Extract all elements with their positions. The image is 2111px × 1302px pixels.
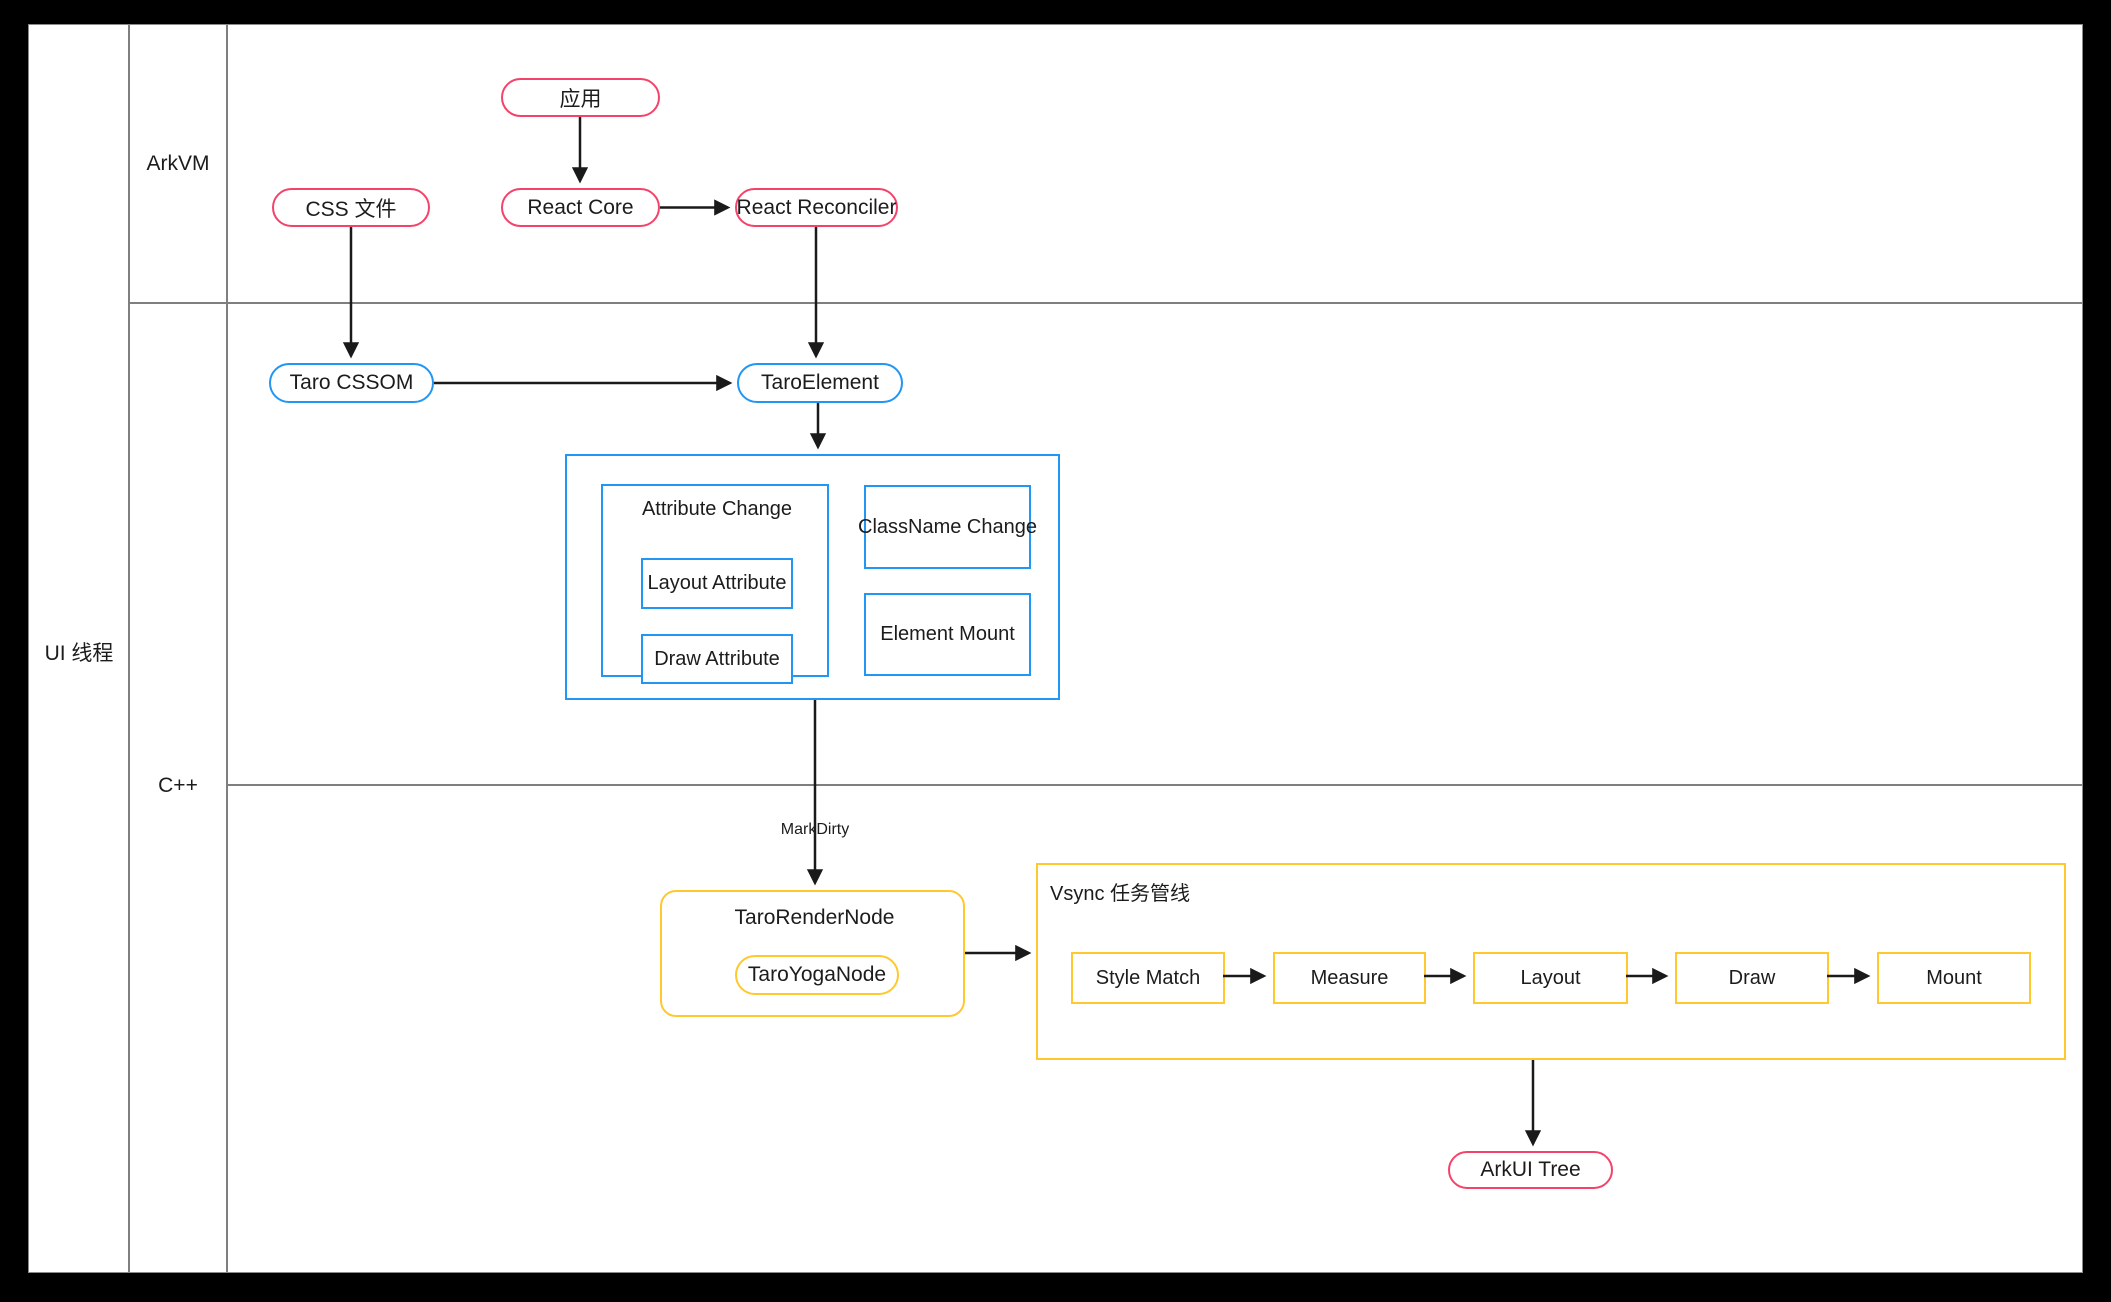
node-element-mount: Element Mount [864,593,1031,676]
node-layout: Layout [1473,952,1628,1004]
lane-label-arkvm: ArkVM [146,152,210,175]
lane-label-cpp: C++ [158,774,198,797]
node-draw: Draw [1675,952,1829,1004]
group-taro-render-node: TaroRenderNode TaroYogaNode [660,890,965,1017]
node-taro-yoga-node: TaroYogaNode [735,955,899,995]
lane-divider-cpp-inner [226,784,2082,786]
node-mount: Mount [1877,952,2031,1004]
label-vsync-pipeline: Vsync 任务管线 [1050,883,1191,905]
node-measure: Measure [1273,952,1426,1004]
node-taro-element: TaroElement [737,363,903,403]
node-app: 应用 [501,78,660,117]
node-arkui-tree: ArkUI Tree [1448,1151,1613,1189]
node-react-core: React Core [501,188,660,227]
lane-divider-arkvm-cpp [128,302,2082,304]
node-style-match: Style Match [1071,952,1225,1004]
node-classname-change: ClassName Change [858,485,1037,569]
edge-label-mark-dirty: MarkDirty [774,820,856,840]
lane-label-ui-thread: UI 线程 [44,642,114,665]
group-vsync-pipeline: Vsync 任务管线 Style Match Measure Layout Dr… [1036,863,2066,1060]
lane-divider-vertical-2 [226,25,228,1272]
node-taro-cssom: Taro CSSOM [269,363,434,403]
node-layout-attribute: Layout Attribute [641,558,793,609]
group-attribute-change: Attribute Change Layout Attribute Draw A… [601,484,829,684]
node-react-reconciler: React Reconciler [735,188,898,227]
label-attribute-change: Attribute Change [641,498,793,520]
node-draw-attribute: Draw Attribute [641,634,793,684]
group-element-change: Attribute Change Layout Attribute Draw A… [565,454,1060,700]
label-taro-render-node: TaroRenderNode [734,906,895,929]
node-css-file: CSS 文件 [272,188,430,227]
lane-divider-vertical-1 [128,25,130,1272]
